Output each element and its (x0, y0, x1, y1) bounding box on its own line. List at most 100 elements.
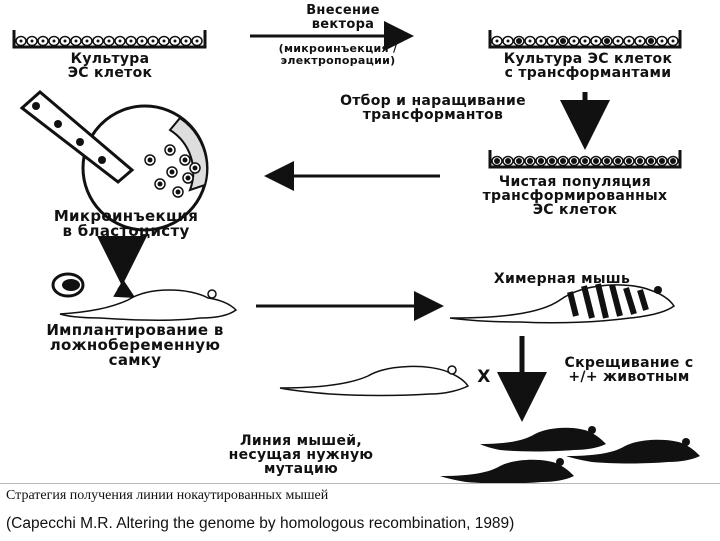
cell-nucleus (74, 39, 78, 43)
pure-population-dish (488, 150, 682, 169)
es-transformants-label: Культура ЭС клеток с трансформантами (458, 52, 718, 80)
crossing-line-2: +/+ животным (568, 369, 690, 385)
cell-nucleus (118, 39, 122, 43)
cell-nucleus (659, 158, 665, 164)
crossing-line-1: Скрещивание с (564, 355, 694, 371)
vector-intro-label: Внесение вектора (268, 4, 418, 32)
blastocyst-icon (81, 104, 209, 232)
icm-nucleus (157, 181, 163, 187)
cell-nucleus (195, 39, 199, 43)
selection-line-2: трансформантов (362, 107, 504, 123)
cell-nucleus (539, 39, 543, 43)
cell-nucleus (594, 39, 598, 43)
chimeric-mouse-label: Химерная мышь (452, 272, 672, 286)
icm-nucleus (182, 157, 188, 163)
es-culture-line-2: ЭС клеток (67, 65, 153, 81)
cell-nucleus (494, 158, 500, 164)
pure-population-line-3: ЭС клеток (532, 202, 618, 218)
mouse-lines-line-1: Линия мышей, (240, 433, 362, 449)
cell-nucleus (550, 39, 554, 43)
cell-nucleus (140, 39, 144, 43)
cell-nucleus (637, 158, 643, 164)
chimeric-mouse-icon (449, 283, 676, 324)
cell-nucleus (516, 158, 522, 164)
cell-nucleus (670, 158, 676, 164)
cell-nucleus (162, 39, 166, 43)
cell-nucleus (19, 39, 23, 43)
es-culture-label: Культура ЭС клеток (30, 52, 190, 80)
mouse-lines-label: Линия мышей, несущая нужную мутацию (176, 434, 426, 476)
caption-box (0, 483, 720, 541)
pure-population-line-2: трансформированных (482, 188, 668, 204)
pure-population-line-1: Чистая популяция (498, 174, 652, 190)
cell-nucleus (151, 39, 155, 43)
knockout-mouse-icon-1 (480, 426, 606, 452)
microinjection-line-2: в бластоцисту (62, 222, 190, 240)
cell-nucleus (173, 39, 177, 43)
cell-nucleus (604, 158, 610, 164)
cell-nucleus (52, 39, 56, 43)
icm-nucleus (185, 175, 191, 181)
caption-title: Стратегия получения линии нокаутированны… (6, 488, 329, 503)
cell-nucleus (582, 158, 588, 164)
vector-method-line-1: (микроинъекция / (278, 42, 398, 55)
arrow-small-inject (113, 279, 136, 298)
microinjection-label: Микроинъекция в бластоцисту (16, 209, 236, 239)
cell-nucleus (41, 39, 45, 43)
cell-nucleus (572, 39, 576, 43)
cell-nucleus (593, 158, 599, 164)
icm-nucleus (169, 169, 175, 175)
vector-method-label: (микроинъекция / электропорации) (248, 43, 428, 67)
cell-nucleus (660, 39, 664, 43)
cell-nucleus (560, 38, 566, 44)
cell-nucleus (495, 39, 499, 43)
micropipette-icon (19, 90, 135, 184)
icm-nucleus (147, 157, 153, 163)
cell-nucleus (615, 158, 621, 164)
transformant-culture-dish (488, 30, 682, 49)
crossing-label: Скрещивание с +/+ животным (540, 356, 718, 384)
cell-nucleus (506, 39, 510, 43)
cell-nucleus (85, 39, 89, 43)
knockout-mouse-icon-2 (566, 438, 700, 464)
cell-nucleus (583, 39, 587, 43)
cell-nucleus (107, 39, 111, 43)
icm-nucleus (192, 165, 198, 171)
cell-nucleus (63, 39, 67, 43)
cross-symbol: X (472, 369, 496, 386)
microinjection-line-1: Микроинъекция (53, 207, 199, 225)
caption-citation: (Capecchi M.R. Altering the genome by ho… (6, 515, 515, 532)
vector-intro-line-1: Внесение (306, 3, 380, 18)
cell-nucleus (626, 158, 632, 164)
cell-nucleus (616, 39, 620, 43)
cell-nucleus (538, 158, 544, 164)
es-transformants-line-1: Культура ЭС клеток (503, 51, 673, 67)
cell-nucleus (648, 158, 654, 164)
implantation-line-3: самку (108, 351, 162, 369)
cell-nucleus (638, 39, 642, 43)
es-culture-dish (12, 30, 207, 49)
mouse-lines-line-2: несущая нужную (228, 447, 374, 463)
cell-nucleus (571, 158, 577, 164)
cell-nucleus (528, 39, 532, 43)
selection-line-1: Отбор и наращивание (340, 93, 526, 109)
female-mouse-icon (59, 289, 238, 322)
cell-nucleus (648, 38, 654, 44)
icm-nucleus (175, 189, 181, 195)
cell-nucleus (527, 158, 533, 164)
cell-nucleus (549, 158, 555, 164)
cell-nucleus (184, 39, 188, 43)
selection-label: Отбор и наращивание трансформантов (298, 94, 568, 122)
cell-nucleus (129, 39, 133, 43)
pure-population-label: Чистая популяция трансформированных ЭС к… (440, 175, 710, 217)
cell-nucleus (516, 38, 522, 44)
icm-nucleus (167, 147, 173, 153)
vector-method-line-2: электропорации) (280, 54, 396, 67)
implantation-line-1: Имплантирование в (46, 321, 224, 339)
knockout-mouse-icon-3 (440, 458, 574, 484)
es-transformants-line-2: с трансформантами (504, 65, 672, 81)
chimeric-mouse-text: Химерная мышь (493, 271, 631, 287)
cell-nucleus (96, 39, 100, 43)
cell-nucleus (560, 158, 566, 164)
